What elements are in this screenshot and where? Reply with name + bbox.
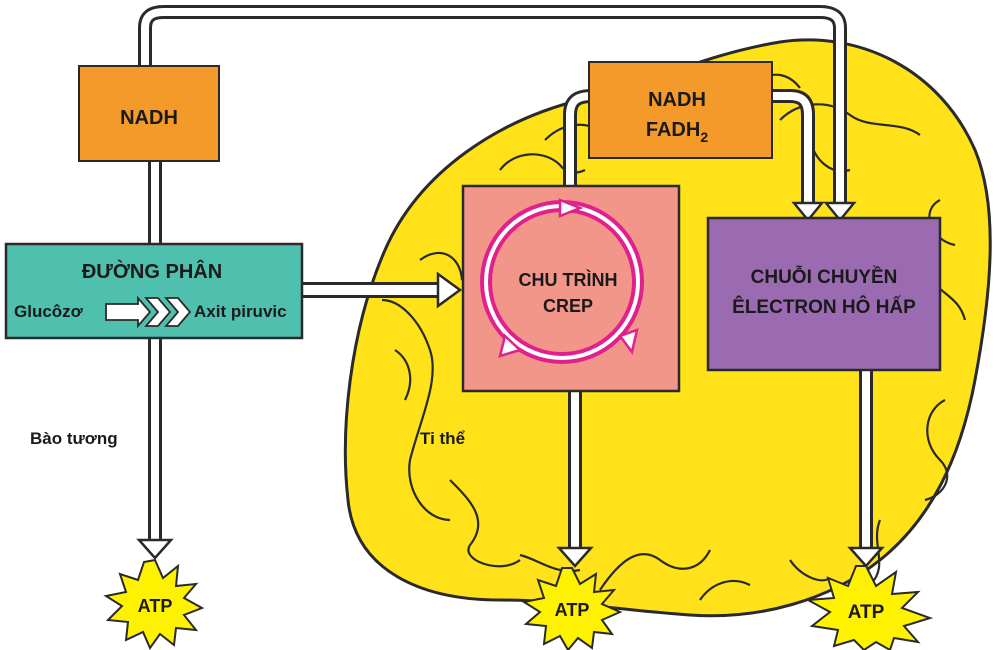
atp-burst-cytosol: ATP <box>103 558 205 650</box>
nadh-label: NADH <box>120 107 178 129</box>
atp-burst-krebs: ATP <box>521 567 623 650</box>
atp-label-cytosol: ATP <box>138 596 173 616</box>
glycolysis-steps-arrows <box>105 295 192 329</box>
krebs-atp-arrowhead <box>556 546 594 568</box>
krebs-cycle-arrowheads <box>498 198 639 358</box>
pyruvic-acid-label: Axit piruvic <box>194 302 287 321</box>
krebs-to-etc-arrowhead <box>791 201 825 222</box>
krebs-cycle-box: CHU TRÌNH CREP <box>461 184 681 393</box>
glycolysis-title: ĐƯỜNG PHÂN <box>82 259 222 283</box>
atp-label-etc: ATP <box>848 602 885 623</box>
nadh-fadh2-box: NADH FADH2 <box>588 61 773 159</box>
krebs-line1: CHU TRÌNH <box>519 269 618 290</box>
electron-transport-chain-box: CHUỖI CHUYỀN ÊLECTRON HÔ HẤP <box>706 216 942 372</box>
cytosol-label: Bào tương <box>30 429 118 448</box>
nadh-fadh2-line2: FADH2 <box>646 119 708 145</box>
mitochondrion-label: Ti thể <box>420 429 466 448</box>
glycolysis-box: ĐƯỜNG PHÂN Glucôzơ Axit piruvic <box>4 242 304 340</box>
etc-line2: ÊLECTRON HÔ HẤP <box>732 296 916 318</box>
glucose-label: Glucôzơ <box>14 302 84 321</box>
pyruvate-transport-arrowhead <box>436 271 463 309</box>
nadh-box: NADH <box>78 65 220 162</box>
atp-label-krebs: ATP <box>555 600 590 620</box>
nadh-transfer-arrowhead <box>823 201 857 222</box>
etc-atp-arrowhead <box>847 546 885 568</box>
etc-line1: CHUỖI CHUYỀN <box>751 266 898 288</box>
cytosol-atp-arrowhead <box>136 538 174 560</box>
krebs-line2: CREP <box>543 296 593 316</box>
nadh-fadh2-line1: NADH <box>648 89 706 111</box>
atp-burst-etc: ATP <box>804 565 934 650</box>
